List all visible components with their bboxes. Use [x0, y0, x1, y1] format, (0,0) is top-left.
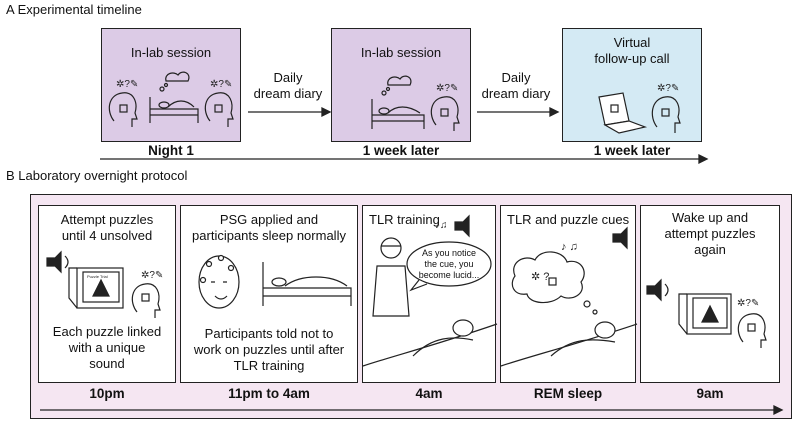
- computer-puzzle-icon: ✲?✎ Puzzle Trial: [46, 250, 163, 318]
- svg-text:✲?✎: ✲?✎: [436, 83, 458, 94]
- svg-text:✲?✎: ✲?✎: [116, 79, 138, 90]
- in-lab-session-box-2: In-lab session ✲?✎: [331, 28, 471, 142]
- dream-cue-scene: ♪ ♫ ✲ ?: [500, 226, 638, 367]
- label-night1: Night 1: [148, 143, 194, 158]
- label-11pm-4am: 11pm to 4am: [228, 386, 310, 401]
- label-9am: 9am: [696, 386, 724, 401]
- svg-text:♪♫: ♪♫: [435, 220, 448, 231]
- p3-top-text: TLR training: [369, 212, 440, 227]
- section-a-title: A Experimental timeline: [6, 2, 142, 17]
- sleep-scene-icon: ✲?✎: [371, 75, 460, 131]
- svg-text:✲ ?: ✲ ?: [531, 271, 549, 283]
- computer-puzzle-icon: ✲?✎: [646, 278, 767, 348]
- in-lab-session-box-1: In-lab session ✲?✎ ✲?✎: [101, 28, 241, 142]
- screen-label: Puzzle Trial: [87, 274, 108, 279]
- p4-top-text: TLR and puzzle cues: [507, 212, 630, 227]
- psg-sleep-icon: [198, 254, 352, 309]
- label-4am: 4am: [415, 386, 443, 401]
- label-rem-sleep: REM sleep: [533, 386, 603, 401]
- svg-text:✲?✎: ✲?✎: [141, 270, 163, 281]
- svg-text:✲?✎: ✲?✎: [737, 298, 759, 309]
- label-week1: 1 week later: [362, 143, 440, 158]
- section-b-title: B Laboratory overnight protocol: [6, 168, 188, 183]
- sleep-scene-icon: ✲?✎ ✲?✎: [108, 71, 234, 127]
- svg-text:✲?✎: ✲?✎: [657, 83, 679, 94]
- label-week2: 1 week later: [593, 143, 671, 158]
- svg-text:✲?✎: ✲?✎: [210, 79, 232, 90]
- label-10pm: 10pm: [89, 386, 125, 401]
- panel-tlr-puzzle-cues: TLR and puzzle cues ♪ ♫ ✲ ?: [500, 205, 638, 383]
- svg-text:♪ ♫: ♪ ♫: [561, 241, 578, 253]
- laptop-call-icon: ✲?✎: [598, 83, 681, 134]
- box2-title: In-lab session: [360, 45, 442, 60]
- box1-title: In-lab session: [130, 45, 212, 60]
- tlr-training-scene: ♪♫: [362, 214, 498, 367]
